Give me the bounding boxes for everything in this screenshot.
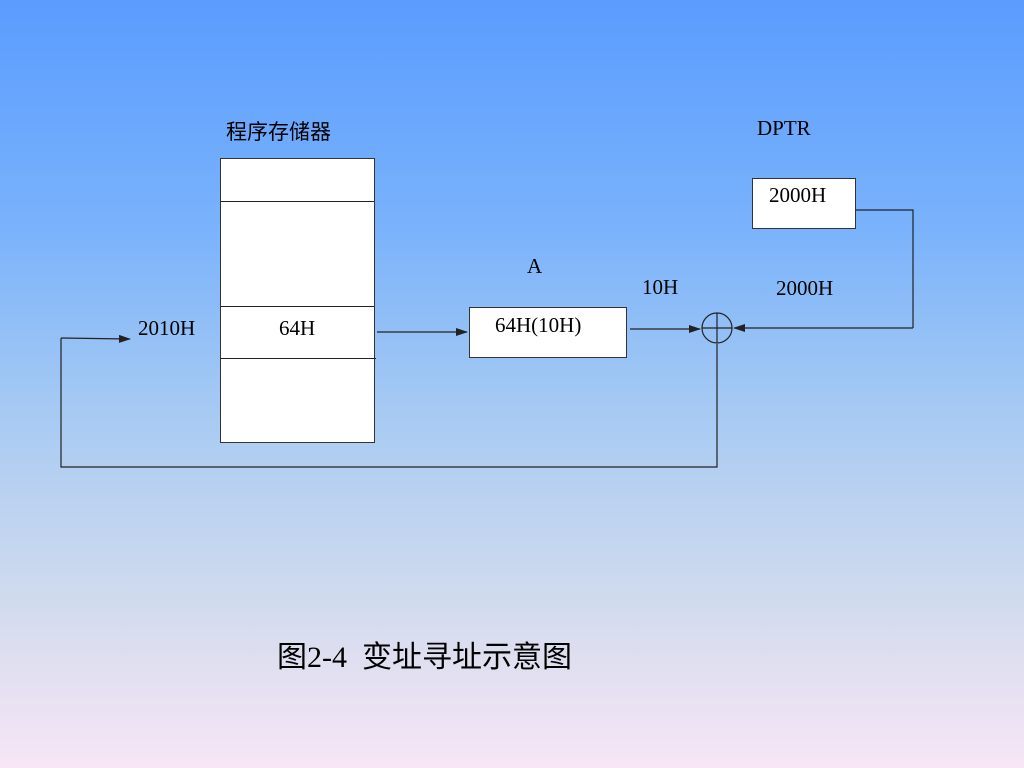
adder-icon (701, 312, 733, 344)
memory-row-divider (221, 358, 376, 359)
memory-row-divider (221, 306, 374, 307)
figure-caption: 图2-4 变址寻址示意图 (277, 641, 572, 674)
accumulator-output-label: 10H (642, 275, 679, 299)
memory-address-label: 2010H (138, 316, 196, 340)
memory-row-divider (221, 201, 374, 202)
accumulator-register (469, 307, 627, 358)
dptr-value: 2000H (769, 183, 827, 207)
memory-cell-value: 64H (279, 316, 316, 340)
dptr-label: DPTR (757, 116, 811, 140)
memory-block (220, 158, 375, 443)
arrow-feedback-to-address (60, 334, 131, 343)
line-adder-feedback (60, 338, 718, 468)
dptr-output-label: 2000H (776, 276, 834, 300)
accumulator-value: 64H(10H) (495, 313, 582, 337)
dptr-register (752, 178, 856, 229)
line-dptr-to-adder (856, 209, 914, 328)
accumulator-label: A (527, 254, 543, 278)
memory-title: 程序存储器 (226, 120, 331, 144)
